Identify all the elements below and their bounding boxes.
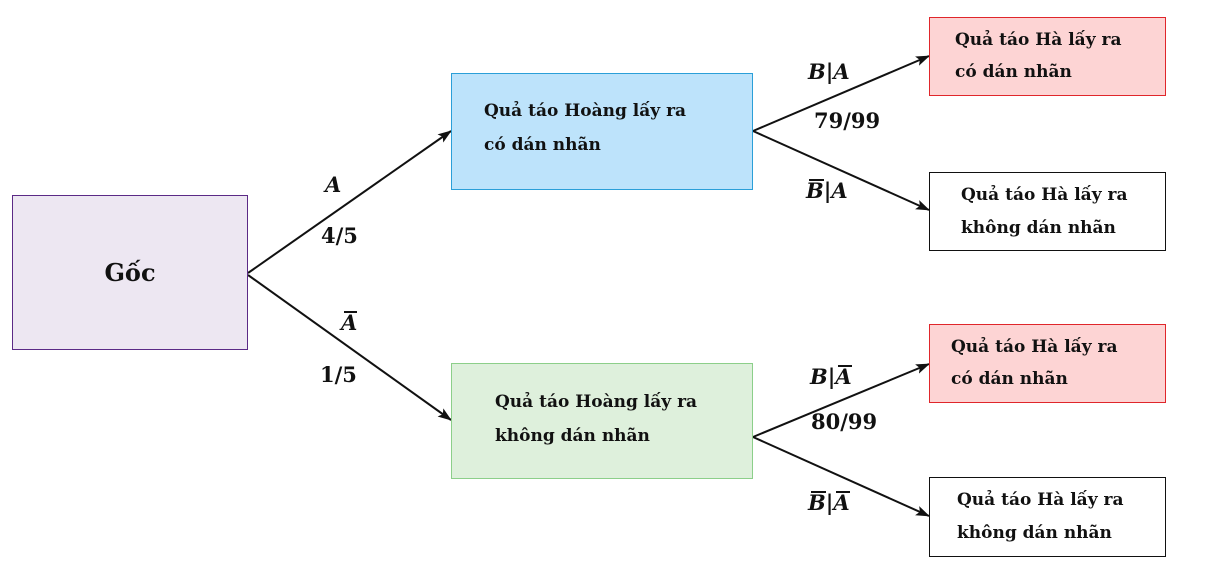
node-ha-unlabeled-given-not-a: Quả táo Hà lấy ra không dán nhãn xyxy=(929,477,1166,557)
node-ha-labeled-given-a-line-2: có dán nhãn xyxy=(955,62,1072,82)
node-hoang-unlabeled-line-1: Quả táo Hoàng lấy ra xyxy=(495,392,698,412)
edge-a-to-not-b xyxy=(752,130,930,211)
node-ha-labeled-given-not-a: Quả táo Hà lấy ra có dán nhãn xyxy=(929,324,1166,403)
edge-label-not-a: A xyxy=(341,310,358,335)
node-ha-unlabeled-given-not-a-line-2: không dán nhãn xyxy=(957,523,1112,543)
edge-label-not-b-given-not-a-right: A xyxy=(833,490,850,515)
node-hoang-labeled-line-1: Quả táo Hoàng lấy ra xyxy=(484,101,687,121)
edge-label-b-given-a-right: A xyxy=(833,59,850,84)
edge-a-to-b xyxy=(752,55,930,132)
edge-label-b-given-a: B|A xyxy=(808,59,850,84)
edge-label-b-given-not-a-right: A xyxy=(835,364,852,389)
node-hoang-unlabeled: Quả táo Hoàng lấy ra không dán nhãn xyxy=(451,363,753,479)
node-hoang-labeled-line-2: có dán nhãn xyxy=(484,135,601,155)
edge-label-not-b-given-a-left: B xyxy=(806,178,824,203)
node-ha-labeled-given-a: Quả táo Hà lấy ra có dán nhãn xyxy=(929,17,1166,96)
root-node: Gốc xyxy=(12,195,248,350)
edge-label-b-given-not-a-left: B xyxy=(810,364,828,389)
edge-label-a: A xyxy=(325,172,341,197)
edge-label-b-given-not-a: B|A xyxy=(810,364,852,389)
node-ha-labeled-given-a-line-1: Quả táo Hà lấy ra xyxy=(955,30,1122,50)
edge-label-not-b-given-not-a-left: B xyxy=(808,490,826,515)
node-ha-unlabeled-given-a: Quả táo Hà lấy ra không dán nhãn xyxy=(929,172,1166,251)
edge-label-not-b-given-a-sep: | xyxy=(823,178,832,203)
edge-label-b-given-not-a-probability: 80/99 xyxy=(811,409,878,434)
edge-label-b-given-not-a-sep: | xyxy=(827,364,836,389)
edge-not-a-to-not-b xyxy=(752,436,930,517)
edge-label-not-b-given-a-right: A xyxy=(831,178,848,203)
edge-label-not-a-event: A xyxy=(341,310,358,335)
node-hoang-unlabeled-line-2: không dán nhãn xyxy=(495,426,650,446)
node-ha-unlabeled-given-not-a-line-1: Quả táo Hà lấy ra xyxy=(957,490,1124,510)
edge-label-not-b-given-a: B|A xyxy=(806,178,848,203)
edge-label-a-event: A xyxy=(325,172,342,197)
edge-label-not-b-given-not-a-sep: | xyxy=(825,490,834,515)
node-hoang-labeled: Quả táo Hoàng lấy ra có dán nhãn xyxy=(451,73,753,190)
edge-root-to-a xyxy=(247,130,452,274)
node-ha-unlabeled-given-a-line-2: không dán nhãn xyxy=(961,218,1116,238)
edge-label-b-given-a-sep: | xyxy=(825,59,834,84)
root-label: Gốc xyxy=(104,257,156,287)
edge-not-a-to-b xyxy=(752,363,930,438)
edge-label-a-probability: 4/5 xyxy=(321,223,358,248)
edge-label-b-given-a-probability: 79/99 xyxy=(814,108,881,133)
edge-root-to-not-a xyxy=(247,274,452,421)
edge-label-b-given-a-left: B xyxy=(808,59,826,84)
node-ha-labeled-given-not-a-line-1: Quả táo Hà lấy ra xyxy=(951,337,1118,357)
node-ha-unlabeled-given-a-line-1: Quả táo Hà lấy ra xyxy=(961,185,1128,205)
edge-label-not-a-probability: 1/5 xyxy=(320,362,357,387)
edge-label-not-b-given-not-a: B|A xyxy=(808,490,850,515)
node-ha-labeled-given-not-a-line-2: có dán nhãn xyxy=(951,369,1068,389)
